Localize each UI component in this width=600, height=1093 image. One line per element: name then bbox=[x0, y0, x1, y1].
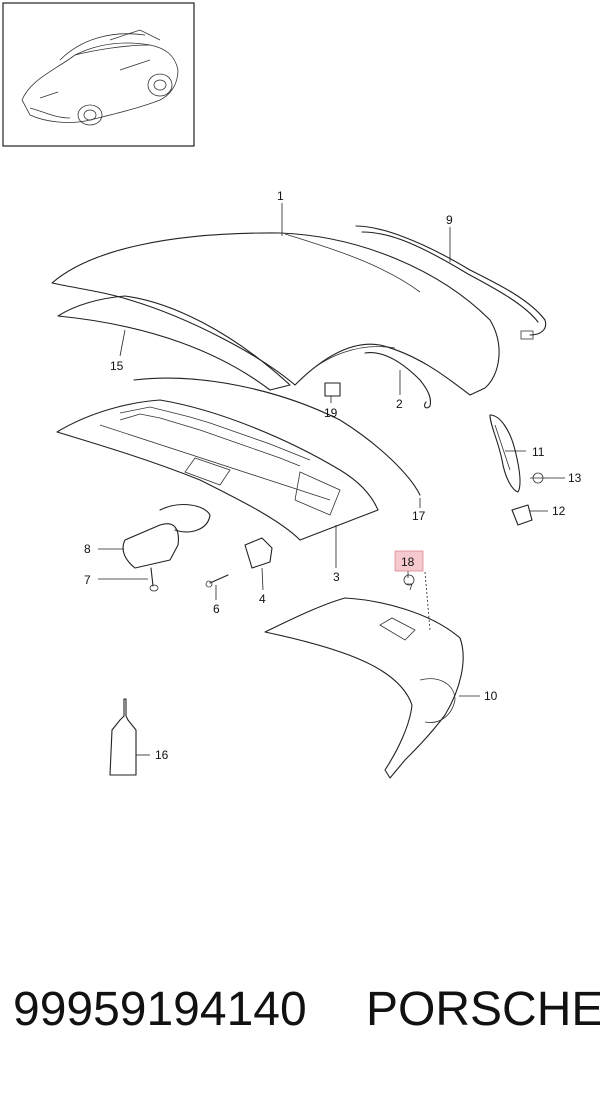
part-11-bracket bbox=[489, 414, 521, 493]
footer: 99959194140 PORSCHE bbox=[0, 982, 600, 1052]
callout-6[interactable]: 6 bbox=[213, 602, 220, 616]
callout-15[interactable]: 15 bbox=[110, 359, 124, 373]
part-6-bolt bbox=[205, 574, 229, 588]
callout-10[interactable]: 10 bbox=[484, 689, 498, 703]
part-3-rear-frame bbox=[56, 399, 379, 541]
callout-13[interactable]: 13 bbox=[568, 471, 582, 485]
part-7-screw bbox=[149, 567, 159, 592]
part-1-roof-shell bbox=[51, 232, 500, 396]
part-8-latch bbox=[122, 504, 211, 569]
car-outline-icon bbox=[21, 29, 179, 126]
part-19-clip bbox=[324, 382, 341, 397]
car-thumbnail bbox=[2, 2, 195, 147]
callout-19[interactable]: 19 bbox=[324, 406, 338, 420]
thumbnail-frame bbox=[2, 2, 195, 147]
callout-18[interactable]: 18 bbox=[401, 555, 415, 569]
callout-12[interactable]: 12 bbox=[552, 504, 566, 518]
part-4-bracket bbox=[244, 537, 273, 569]
callout-1[interactable]: 1 bbox=[277, 189, 284, 203]
callout-labels: 1 2 3 4 6 7 8 9 10 11 12 13 15 16 17 18 … bbox=[84, 189, 582, 762]
callout-8[interactable]: 8 bbox=[84, 542, 91, 556]
part-10-panel bbox=[264, 597, 464, 779]
callout-9[interactable]: 9 bbox=[446, 213, 453, 227]
part-16-adhesive-bottle bbox=[109, 698, 137, 776]
callout-3[interactable]: 3 bbox=[333, 570, 340, 584]
part-9-seal bbox=[355, 225, 547, 340]
part-17-cable bbox=[133, 377, 421, 496]
part-number: 99959194140 bbox=[13, 983, 307, 1036]
part-15-headliner bbox=[57, 295, 291, 391]
part-18-clip bbox=[403, 571, 431, 631]
callout-17[interactable]: 17 bbox=[412, 509, 426, 523]
callout-4[interactable]: 4 bbox=[259, 592, 266, 606]
callout-7[interactable]: 7 bbox=[84, 573, 91, 587]
callout-11[interactable]: 11 bbox=[532, 445, 545, 459]
callout-16[interactable]: 16 bbox=[155, 748, 169, 762]
callout-18-highlight bbox=[394, 550, 424, 572]
part-12-holder bbox=[511, 504, 533, 526]
brand-name: PORSCHE bbox=[366, 983, 600, 1036]
callout-2[interactable]: 2 bbox=[396, 397, 403, 411]
part-13-screw bbox=[530, 472, 546, 484]
leader-lines bbox=[98, 203, 565, 756]
part-2-guide bbox=[364, 352, 432, 409]
